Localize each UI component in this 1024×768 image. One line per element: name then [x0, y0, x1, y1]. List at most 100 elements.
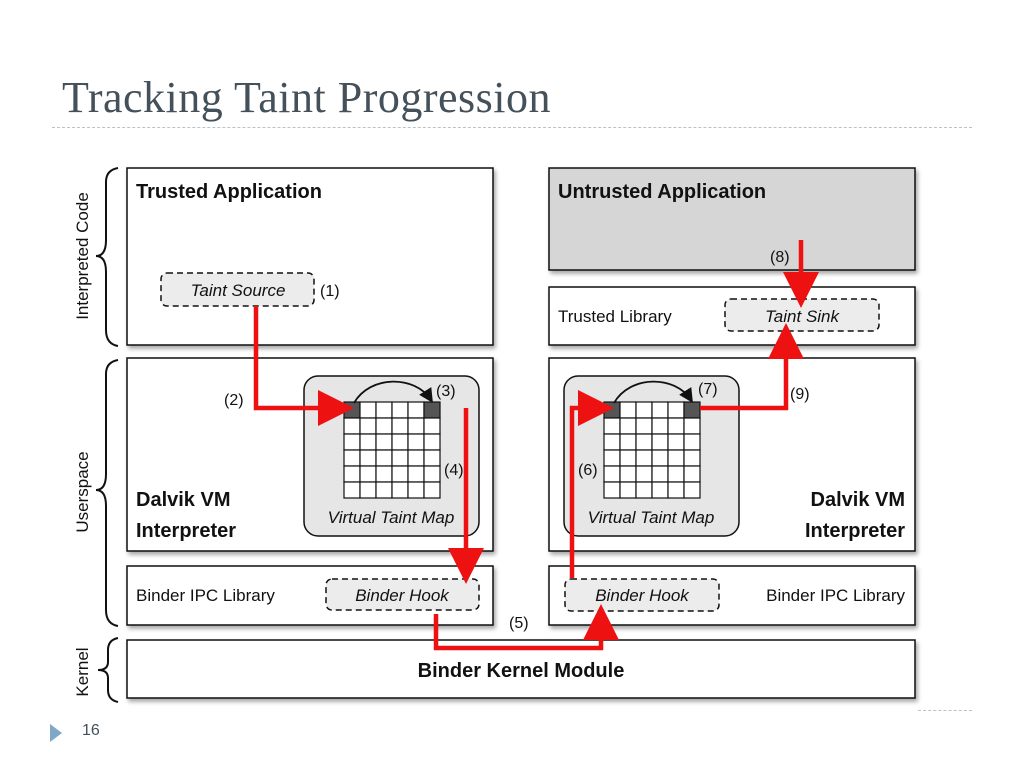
- step-4: (4): [444, 462, 464, 479]
- right-binder-hook-box: [564, 578, 720, 612]
- left-taint-map-cell: [391, 449, 409, 467]
- right-taint-map-cell: [635, 433, 653, 451]
- left-taint-map-cell: [359, 401, 377, 419]
- left-taint-map-cell: [407, 433, 425, 451]
- step-3: (3): [436, 383, 456, 400]
- taint-sink-label: Taint Sink: [765, 307, 841, 326]
- binder-kernel-module-label: Binder Kernel Module: [418, 660, 625, 682]
- side-braces: [95, 167, 119, 703]
- step-5: (5): [509, 615, 529, 632]
- right-map-curve-arrow: [613, 380, 693, 404]
- right-taint-map-cell: [651, 449, 669, 467]
- left-taint-map-cell: [423, 417, 441, 435]
- left-taint-map-cell: [407, 465, 425, 483]
- left-taint-map-cell: [359, 465, 377, 483]
- right-taint-map-cell: [667, 401, 685, 419]
- left-taint-map-cell: [391, 481, 409, 499]
- right-binder-ipc-label: Binder IPC Library: [766, 586, 905, 605]
- right-vm-line2: Interpreter: [805, 520, 905, 542]
- right-taint-map-cell: [635, 465, 653, 483]
- right-taint-map-grid: [603, 401, 701, 499]
- left-taint-map-cell: [359, 481, 377, 499]
- step-1: (1): [320, 283, 340, 300]
- right-taint-map-cell: [667, 433, 685, 451]
- right-taint-map-cell: [683, 449, 701, 467]
- right-taint-map-cell: [619, 449, 637, 467]
- left-taint-map-label: Virtual Taint Map: [328, 508, 455, 527]
- left-binder-ipc-label: Binder IPC Library: [136, 586, 275, 605]
- right-taint-map-cell: [619, 401, 637, 419]
- left-taint-map-cell: [375, 433, 393, 451]
- untrusted-application-title: Untrusted Application: [558, 181, 766, 203]
- left-taint-map-grid: [343, 401, 441, 499]
- right-taint-map-cell: [635, 401, 653, 419]
- right-taint-map-cell: [651, 465, 669, 483]
- left-taint-map-cell: [375, 465, 393, 483]
- left-binder-hook-label: Binder Hook: [355, 586, 450, 605]
- step-6: (6): [578, 462, 598, 479]
- right-taint-map-label: Virtual Taint Map: [588, 508, 715, 527]
- right-taint-map-cell: [635, 481, 653, 499]
- right-taint-map-cell: [603, 481, 621, 499]
- right-taint-map-cell: [651, 433, 669, 451]
- left-taint-map-cell-tagged: [423, 401, 441, 419]
- right-taint-map-cell: [667, 449, 685, 467]
- right-vm-line1: Dalvik VM: [811, 489, 905, 511]
- left-taint-map-cell: [391, 401, 409, 419]
- left-vm-line1: Dalvik VM: [136, 489, 230, 511]
- taint-source-label: Taint Source: [191, 281, 286, 300]
- right-taint-map-cell: [651, 401, 669, 419]
- step-2: (2): [224, 392, 244, 409]
- left-taint-map-cell: [391, 465, 409, 483]
- flow-arrow-5: [433, 604, 619, 651]
- right-taint-map-cell: [651, 417, 669, 435]
- page-number: 16: [82, 722, 100, 739]
- left-taint-map-cell: [407, 481, 425, 499]
- step-7: (7): [698, 381, 718, 398]
- right-taint-map-cell: [603, 417, 621, 435]
- left-taint-map-cell: [359, 449, 377, 467]
- footer-divider: [918, 710, 972, 711]
- left-taint-map-cell: [423, 449, 441, 467]
- slide-title: Tracking Taint Progression: [62, 73, 552, 122]
- trusted-application-box: [126, 167, 494, 346]
- step-8: (8): [770, 249, 790, 266]
- left-taint-map-cell: [391, 433, 409, 451]
- left-taint-map-cell: [407, 449, 425, 467]
- left-vm-line2: Interpreter: [136, 520, 236, 542]
- label-interpreted-code: Interpreted Code: [73, 192, 92, 320]
- left-taint-map-cell: [359, 433, 377, 451]
- left-taint-map-cell: [343, 417, 361, 435]
- left-taint-map-cell: [391, 417, 409, 435]
- right-taint-map-cell: [667, 465, 685, 483]
- trusted-application-title: Trusted Application: [136, 181, 322, 203]
- left-taint-map-cell: [407, 417, 425, 435]
- right-taint-map-cell: [635, 417, 653, 435]
- right-taint-map-cell: [667, 417, 685, 435]
- untrusted-application-box: [548, 167, 916, 271]
- right-taint-map-cell-tagged: [603, 401, 621, 419]
- left-taint-map-cell: [375, 481, 393, 499]
- left-taint-map-cell: [359, 417, 377, 435]
- right-taint-map-cell: [683, 433, 701, 451]
- left-map-curve-arrow: [353, 380, 433, 404]
- left-taint-map-cell: [343, 449, 361, 467]
- right-taint-map-cell: [683, 417, 701, 435]
- right-taint-map-cell-tagged: [683, 401, 701, 419]
- right-taint-map-cell: [635, 449, 653, 467]
- right-taint-map-cell: [619, 433, 637, 451]
- right-taint-map-cell: [683, 465, 701, 483]
- trusted-library-label: Trusted Library: [558, 307, 672, 326]
- left-taint-map-cell: [343, 465, 361, 483]
- right-taint-map-cell: [603, 465, 621, 483]
- label-kernel: Kernel: [73, 647, 92, 696]
- right-binder-hook-label: Binder Hook: [595, 586, 690, 605]
- right-taint-map-cell: [667, 481, 685, 499]
- taint-source-box: [160, 272, 315, 307]
- right-taint-map-cell: [619, 481, 637, 499]
- left-taint-map-cell: [407, 401, 425, 419]
- left-taint-map-cell: [375, 401, 393, 419]
- left-taint-map-cell: [423, 465, 441, 483]
- right-taint-map-cell: [603, 449, 621, 467]
